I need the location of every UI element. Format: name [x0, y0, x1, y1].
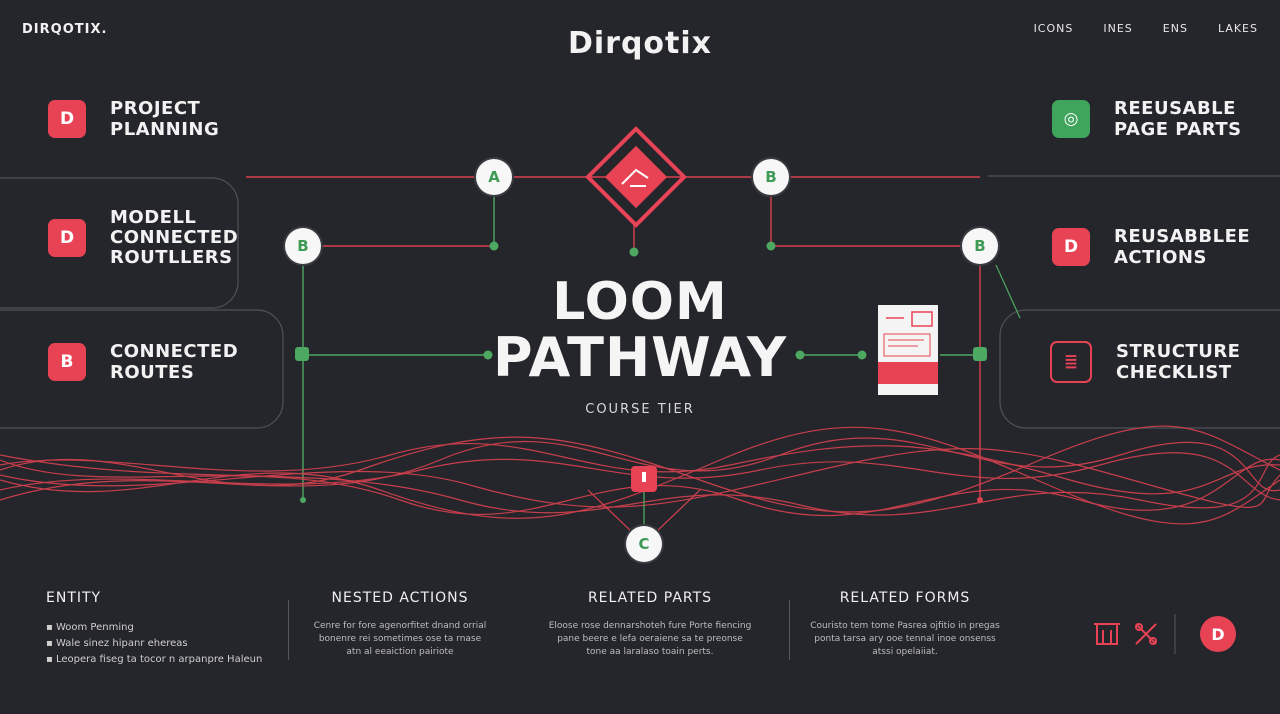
column-heading: NESTED ACTIONS: [331, 590, 469, 606]
brand-logo[interactable]: DIRQOTIX.: [22, 22, 108, 37]
b-badge-icon: B: [48, 343, 86, 381]
column-divider: [789, 600, 790, 660]
entity-section: ENTITY ▪ Woom Penming ▪ Wale sinez hipan…: [46, 590, 262, 668]
checklist-icon: ≣: [1050, 341, 1092, 383]
top-nav: ICONS INES ENS LAKES: [1034, 22, 1258, 35]
column-heading: RELATED PARTS: [587, 590, 713, 606]
nav-item-lakes[interactable]: LAKES: [1217, 22, 1258, 35]
feature-label: PROJECT PLANNING: [110, 98, 220, 140]
related-parts-column: RELATED PARTS Eloose rose dennarshoteh f…: [540, 590, 760, 659]
d-badge-icon: D: [1052, 228, 1090, 266]
column-body: Eloose rose dennarshoteh fure Porte fien…: [548, 621, 752, 657]
related-forms-column: RELATED FORMS Couristo tem tome Pasrea o…: [800, 590, 1010, 659]
column-body: Couristo tem tome Pasrea ojfitio in preg…: [810, 621, 1000, 657]
feature-model-connected-routers[interactable]: D MODELL CONNECTED ROUTLLERS: [48, 208, 238, 268]
feature-project-planning[interactable]: D PROJECT PLANNING: [48, 98, 219, 140]
nav-item-ines[interactable]: INES: [1103, 22, 1133, 35]
entity-item[interactable]: ▪ Woom Penming: [46, 622, 134, 633]
diagram-title-line2: PATHWAY: [492, 326, 788, 389]
node-b-top[interactable]: B: [753, 159, 789, 195]
feature-label: REUSABBLEE ACTIONS: [1114, 226, 1251, 268]
column-heading: RELATED FORMS: [839, 590, 971, 606]
column-divider: [288, 600, 289, 660]
feature-label: STRUCTURE CHECKLIST: [1116, 341, 1241, 383]
feature-connected-routes[interactable]: B CONNECTED ROUTES: [48, 341, 238, 383]
nav-item-ens[interactable]: ENS: [1162, 22, 1188, 35]
d-circle-icon[interactable]: D: [1211, 624, 1225, 644]
feature-label: MODELL CONNECTED ROUTLLERS: [110, 207, 239, 268]
feature-label: CONNECTED ROUTES: [110, 341, 239, 383]
node-b-left[interactable]: B: [285, 228, 321, 264]
feature-reusable-actions[interactable]: D REUSABBLEE ACTIONS: [1052, 226, 1250, 268]
feature-label: REEUSABLE PAGE PARTS: [1114, 98, 1242, 140]
scissors-icon[interactable]: [1133, 620, 1159, 648]
feature-structure-checklist[interactable]: ≣ STRUCTURE CHECKLIST: [1050, 341, 1240, 383]
entity-item[interactable]: ▪ Leopera fiseg ta tocor n arpanpre Hale…: [46, 654, 263, 665]
column-body: Cenre for fore agenorfitet dnand orrial …: [313, 621, 487, 657]
nested-actions-column: NESTED ACTIONS Cenre for fore agenorfite…: [300, 590, 500, 659]
entity-item[interactable]: ▪ Wale sinez hipanr ehereas: [46, 638, 188, 649]
tool-icon[interactable]: [1094, 620, 1120, 648]
node-a[interactable]: A: [476, 159, 512, 195]
eye-badge-icon: ◎: [1052, 100, 1090, 138]
diagram-title-line1: LOOM: [552, 272, 728, 332]
node-c[interactable]: C: [626, 526, 662, 562]
node-b-right[interactable]: B: [962, 228, 998, 264]
nav-item-icons[interactable]: ICONS: [1033, 22, 1074, 35]
d-badge-icon: D: [48, 100, 86, 138]
diagram-subtitle: COURSE TIER: [585, 402, 695, 417]
feature-reusable-page-parts[interactable]: ◎ REEUSABLE PAGE PARTS: [1052, 98, 1242, 140]
d-badge-icon: D: [48, 219, 86, 257]
entity-heading: ENTITY: [46, 590, 102, 606]
page-title: Dirqotix: [567, 26, 713, 61]
